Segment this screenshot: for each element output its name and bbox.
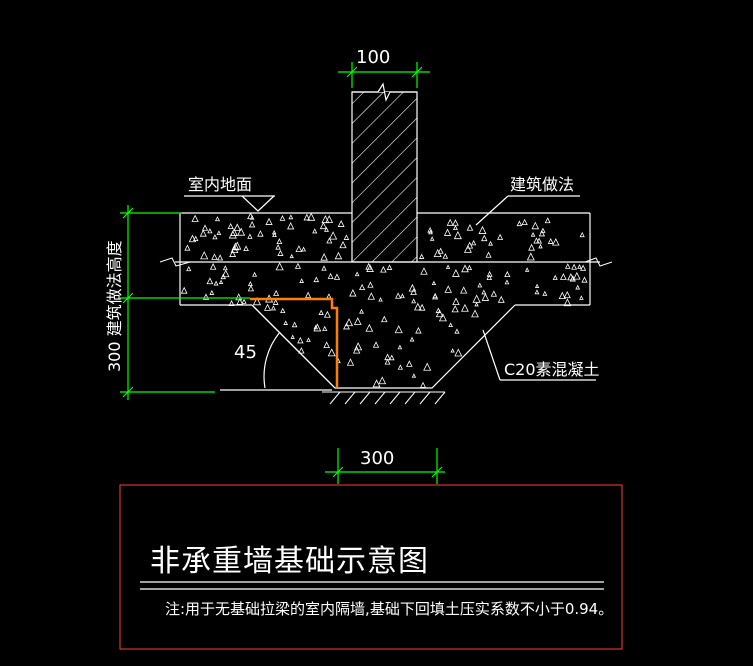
slope-angle-mark (251, 304, 336, 389)
footing-width-label: 300 (360, 448, 394, 469)
title-block: 非承重墙基础示意图 注:用于无基础拉梁的室内隔墙,基础下回填土压实系数不小于0.… (119, 484, 623, 650)
height-label: 300 建筑做法高度 (105, 240, 124, 372)
highlight-outline (250, 297, 339, 388)
building-method-leader (475, 195, 580, 226)
concrete-speckles-top (184, 212, 585, 261)
concrete-speckles-base (180, 262, 588, 388)
concrete-leader (482, 329, 596, 381)
soil-hatch (322, 391, 446, 405)
concrete-label: C20素混凝土 (504, 360, 600, 379)
break-lines (159, 257, 613, 267)
dimension-footing-width (325, 448, 445, 484)
dimension-wall-width (338, 62, 430, 88)
angle-label: 45 (234, 342, 257, 363)
wall-width-label: 100 (356, 47, 390, 68)
indoor-floor-marker (184, 195, 275, 212)
partition-wall (351, 82, 418, 263)
indoor-floor-label: 室内地面 (188, 175, 252, 194)
foundation-base-layer (179, 262, 591, 389)
drawing-note: 注:用于无基础拉梁的室内隔墙,基础下回填土压实系数不小于0.94。 (165, 600, 613, 618)
dimension-height (120, 205, 250, 400)
drawing-title: 非承重墙基础示意图 (150, 544, 429, 579)
building-method-label: 建筑做法 (510, 175, 574, 194)
